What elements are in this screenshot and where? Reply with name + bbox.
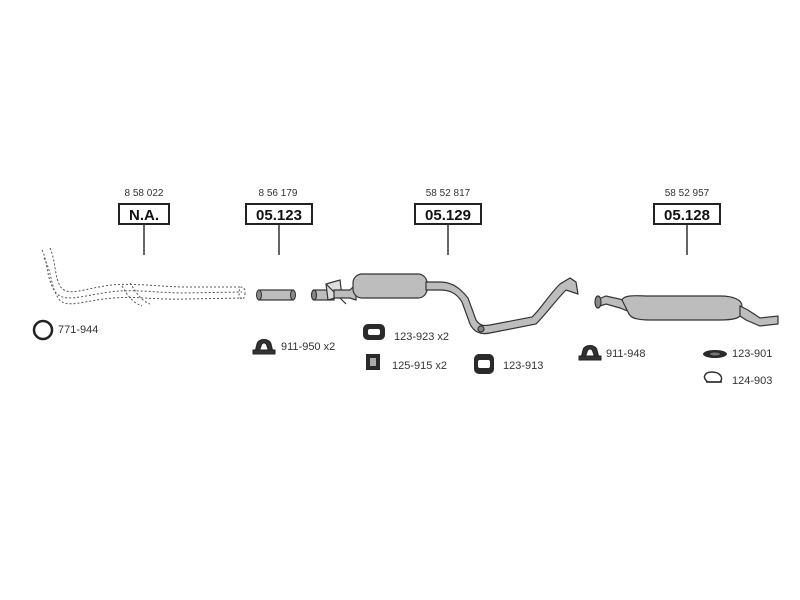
- rubber-mount-b-icon[interactable]: [474, 354, 494, 374]
- part-label-bracket: 125-915 x2: [392, 360, 448, 372]
- part-label-clamp-rear: 911-948: [606, 348, 646, 360]
- code-box-na[interactable]: N.A.: [118, 203, 170, 225]
- ref-number-na: 8 58 022: [124, 188, 164, 199]
- rubber-mount-icon[interactable]: [363, 324, 385, 340]
- ref-number-05129: 58 52 817: [425, 188, 471, 199]
- ref-number-05123: 8 56 179: [258, 188, 298, 199]
- clamp-icon[interactable]: [252, 339, 276, 355]
- rear-silencer-05128[interactable]: [594, 295, 779, 327]
- part-label-clamp-front: 911-950 x2: [281, 341, 336, 353]
- intermediate-pipe-05123[interactable]: [256, 289, 296, 301]
- hanger-ring-icon[interactable]: [703, 371, 723, 383]
- code-box-05123[interactable]: 05.123: [245, 203, 313, 225]
- ring-seal-icon[interactable]: [32, 319, 54, 341]
- centre-silencer-05129[interactable]: [310, 273, 579, 335]
- part-label-rubber-mount-a: 123-923 x2: [394, 331, 450, 343]
- part-label-rubber-strip: 123-901: [732, 348, 773, 360]
- code-box-05129[interactable]: 05.129: [414, 203, 482, 225]
- part-label-rubber-mount-b: 123-913: [503, 360, 544, 372]
- clamp-rear-icon[interactable]: [578, 345, 602, 361]
- ref-number-05128: 58 52 957: [664, 188, 710, 199]
- bracket-icon[interactable]: [366, 354, 380, 370]
- part-label-ring-seal: 771-944: [58, 324, 99, 336]
- leader-lines: [143, 225, 688, 255]
- rubber-strip-icon[interactable]: [703, 350, 727, 358]
- part-label-hanger-ring: 124-903: [732, 375, 773, 387]
- front-pipe-na[interactable]: [41, 247, 246, 307]
- code-box-05128[interactable]: 05.128: [653, 203, 721, 225]
